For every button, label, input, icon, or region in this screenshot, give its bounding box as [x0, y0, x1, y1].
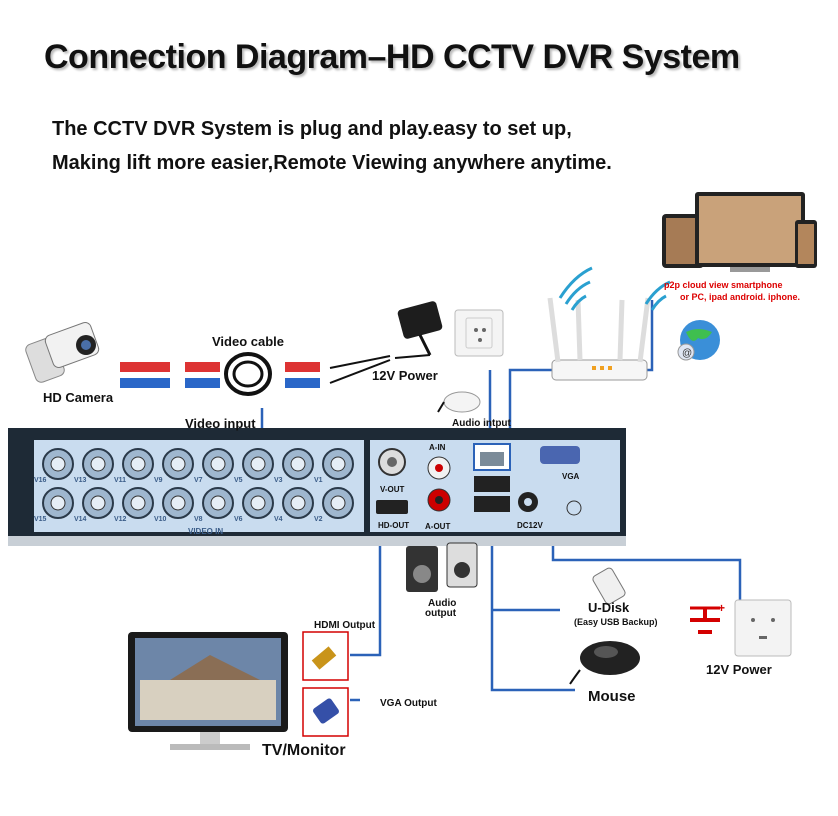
- svg-text:@: @: [682, 348, 692, 359]
- mouse-label: Mouse: [588, 688, 636, 705]
- speaker-icon: [406, 542, 478, 592]
- subtitle-line-2: Making lift more easier,Remote Viewing a…: [52, 152, 612, 174]
- tv-monitor-label: TV/Monitor: [262, 742, 346, 759]
- bnc-port-center: [330, 495, 346, 511]
- mouse-icon: [569, 641, 640, 685]
- audio-output-line-2: output: [425, 608, 457, 619]
- power-adapter-icon: [394, 301, 443, 359]
- a-out-label: A-OUT: [425, 522, 451, 531]
- dc12v-label: DC12V: [517, 521, 543, 530]
- hd-camera-icon: [25, 322, 100, 383]
- hdmi-output-label: HDMI Output: [314, 620, 376, 631]
- bnc-port-label: V13: [74, 477, 87, 484]
- devices-icon: [662, 192, 817, 272]
- bnc-port-label: V6: [234, 516, 243, 523]
- p2p-line-2: or PC, ipad android. iphone.: [680, 292, 801, 302]
- hdmi-cable-icon: [302, 631, 349, 681]
- bnc-port-label: V14: [74, 516, 87, 523]
- bnc-port-center: [250, 456, 266, 472]
- wifi-icon: [558, 266, 671, 311]
- bnc-port-center: [170, 495, 186, 511]
- bnc-port-center: [290, 456, 306, 472]
- bnc-port-center: [90, 495, 106, 511]
- bnc-port-label: V15: [34, 516, 47, 523]
- bnc-port-label: V8: [194, 516, 203, 523]
- bnc-port-center: [210, 456, 226, 472]
- bnc-port-label: V4: [274, 516, 283, 523]
- bnc-port-center: [290, 495, 306, 511]
- hd-out-label: HD-OUT: [378, 521, 410, 530]
- svg-text:+: +: [718, 601, 725, 615]
- side-ports: [376, 443, 582, 516]
- wall-socket-icon: [454, 309, 504, 357]
- a-in-label: A-IN: [429, 443, 446, 452]
- bnc-port-label: V1: [314, 477, 323, 484]
- bnc-port-label: V16: [34, 477, 47, 484]
- monitor-icon: [128, 632, 288, 750]
- microphone-icon: [437, 391, 481, 413]
- bnc-port-label: V3: [274, 477, 283, 484]
- bnc-port-label: V7: [194, 477, 203, 484]
- vga-output-label: VGA Output: [380, 698, 437, 709]
- bnc-port-center: [250, 495, 266, 511]
- wall-socket-right-icon: [734, 599, 792, 657]
- audio-input-label: Audio intput: [452, 418, 511, 429]
- bnc-ports: [42, 448, 354, 519]
- power-12v-top-label: 12V Power: [372, 368, 438, 383]
- bnc-port-label: V10: [154, 516, 167, 523]
- v-out-label: V-OUT: [380, 485, 405, 494]
- bnc-port-center: [170, 456, 186, 472]
- dvr-front-panel: [8, 428, 626, 546]
- subtitle-line-1: The CCTV DVR System is plug and play.eas…: [52, 118, 572, 140]
- bnc-port-center: [50, 495, 66, 511]
- bnc-port-label: V11: [114, 477, 127, 484]
- bnc-port-label: V9: [154, 477, 163, 484]
- bnc-port-center: [130, 456, 146, 472]
- dc-power-symbol-icon: [690, 606, 720, 634]
- audio-output-line-1: Audio: [428, 598, 457, 609]
- page-title: Connection Diagram–HD CCTV DVR System: [44, 38, 740, 76]
- bnc-port-center: [90, 456, 106, 472]
- hd-camera-label: HD Camera: [43, 390, 114, 405]
- bnc-port-label: V5: [234, 477, 243, 484]
- video-cable-icon: [120, 352, 391, 396]
- bnc-port-center: [330, 456, 346, 472]
- bnc-port-label: V12: [114, 516, 127, 523]
- p2p-line-1: p2p cloud view smartphone: [664, 280, 783, 290]
- vga-port-label: VGA: [562, 472, 580, 481]
- udisk-label: U-Disk: [588, 600, 630, 615]
- router-icon: [547, 297, 651, 381]
- video-input-label: Video input: [185, 416, 256, 431]
- udisk-sub-label: (Easy USB Backup): [574, 617, 658, 627]
- video-cable-label: Video cable: [212, 334, 285, 349]
- vga-cable-icon: [302, 687, 349, 737]
- globe-icon: @: [677, 320, 720, 361]
- bnc-port-label: V2: [314, 516, 323, 523]
- bnc-port-center: [50, 456, 66, 472]
- bnc-port-center: [130, 495, 146, 511]
- power-12v-right-label: 12V Power: [706, 662, 772, 677]
- usb-disk-icon: [592, 567, 626, 605]
- bnc-port-center: [210, 495, 226, 511]
- video-in-label: VIDEO IN: [188, 527, 224, 536]
